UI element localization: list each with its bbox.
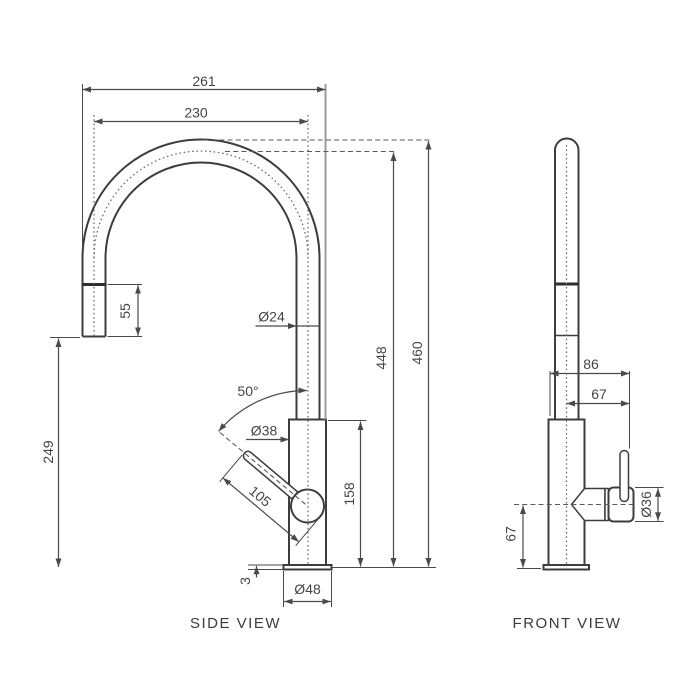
side-gooseneck-inner-profile (104, 161, 298, 420)
dim-55-label: 55 (117, 303, 133, 319)
dim-50deg-label: 50° (237, 383, 258, 399)
dim-3-label: 3 (237, 577, 253, 585)
side-handle-axis-line (219, 432, 308, 507)
ext-105 (219, 454, 319, 547)
dim-67left-label: 67 (503, 526, 519, 542)
dim-105-label: 105 (246, 483, 274, 510)
dim-230-label: 230 (184, 105, 208, 121)
dim-249-label: 249 (40, 440, 56, 464)
front-mixer-body (547, 418, 586, 566)
dim-105-line (222, 477, 300, 543)
dim-261-label: 261 (192, 73, 216, 89)
dim-460-label: 460 (409, 341, 425, 365)
dim-448-label: 448 (373, 346, 389, 370)
side-gooseneck-outer-profile (81, 138, 321, 420)
dim-50deg-arc (218, 387, 308, 432)
front-view: 86 67 Ø36 67 FRONT VIEW (503, 137, 664, 632)
dim-86-label: 86 (583, 356, 599, 372)
side-view: 261 230 55 249 Ø24 50° Ø38 105 158 (40, 73, 436, 632)
dim-38-label: Ø38 (251, 423, 278, 439)
ext-55 (107, 284, 142, 337)
side-base-plate (282, 564, 333, 571)
dim-158-label: 158 (341, 482, 357, 506)
ext-36 (635, 487, 664, 522)
front-view-title: FRONT VIEW (513, 615, 622, 632)
dim-48-label: Ø48 (294, 581, 321, 597)
dim-67top-label: 67 (591, 386, 607, 402)
ext-48 (283, 571, 332, 607)
front-base-plate (542, 564, 590, 571)
dim-24-label: Ø24 (258, 309, 285, 325)
dim-36-label: Ø36 (638, 491, 654, 518)
front-spout-tube (554, 137, 580, 420)
side-view-title: SIDE VIEW (190, 615, 281, 632)
side-gooseneck-centerline-arc (93, 150, 309, 259)
ext-3 (248, 564, 283, 570)
front-handle-rod (619, 449, 630, 503)
